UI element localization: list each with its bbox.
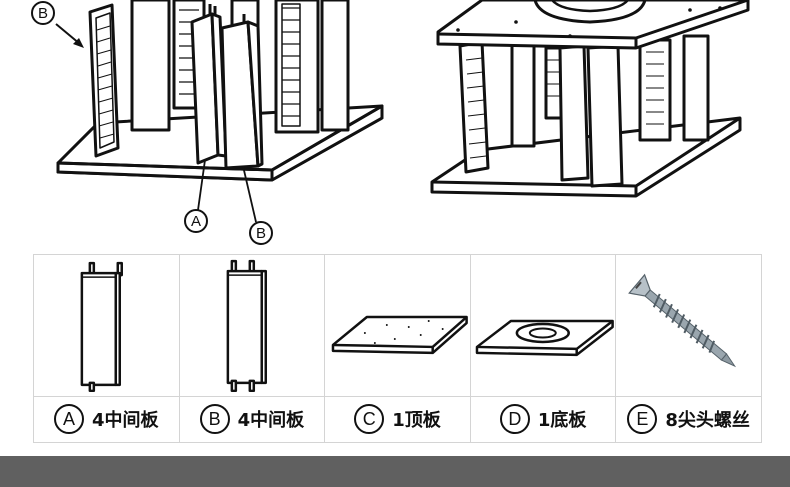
cell-divider bbox=[34, 396, 179, 397]
bottom-plate-image bbox=[475, 319, 614, 357]
cell-divider bbox=[179, 396, 325, 397]
part-cell-b: B 4中间板 bbox=[179, 255, 326, 443]
right-assembled-unit bbox=[430, 0, 750, 198]
part-caption-b: B 4中间板 bbox=[180, 401, 325, 437]
part-letter-b: B bbox=[199, 404, 230, 434]
part-label-e: 8尖头螺丝 bbox=[665, 410, 750, 431]
middle-panel-a-image bbox=[80, 261, 123, 393]
cell-divider bbox=[470, 396, 616, 397]
part-label-c: 1顶板 bbox=[392, 410, 441, 431]
left-panel-b-front bbox=[220, 14, 264, 170]
part-letter-d: D bbox=[499, 404, 530, 434]
middle-panel-b-image bbox=[226, 259, 267, 393]
part-caption-c: C 1顶板 bbox=[325, 401, 470, 437]
part-letter-a: A bbox=[54, 404, 85, 434]
assembly-illustration: B A B bbox=[31, 0, 750, 245]
part-caption-d: D 1底板 bbox=[471, 401, 616, 437]
cell-divider bbox=[616, 396, 761, 397]
part-cell-a: A 4中间板 bbox=[34, 255, 180, 443]
screw-image bbox=[628, 273, 737, 368]
cell-divider bbox=[325, 396, 470, 397]
callout-b-top: B bbox=[31, 1, 84, 48]
svg-text:A: A bbox=[191, 213, 201, 230]
callout-b-bottom: B bbox=[242, 165, 273, 245]
part-cell-e: E 8尖头螺丝 bbox=[616, 255, 762, 443]
top-plate-image bbox=[331, 315, 469, 355]
part-letter-e: E bbox=[627, 404, 658, 434]
part-cell-d: D 1底板 bbox=[470, 255, 617, 443]
parts-table: A 4中间板 B 4中间板 bbox=[33, 254, 762, 443]
part-label-b: 4中间板 bbox=[237, 410, 305, 431]
part-letter-c: C bbox=[354, 404, 385, 434]
left-panel-b bbox=[88, 3, 120, 158]
part-caption-a: A 4中间板 bbox=[34, 401, 179, 437]
svg-text:B: B bbox=[38, 5, 48, 22]
callout-a: A bbox=[184, 159, 208, 233]
part-caption-e: E 8尖头螺丝 bbox=[616, 401, 761, 437]
svg-text:B: B bbox=[256, 225, 266, 242]
bottom-bar bbox=[0, 456, 790, 487]
part-cell-c: C 1顶板 bbox=[325, 255, 471, 443]
part-label-d: 1底板 bbox=[537, 410, 587, 431]
part-label-a: 4中间板 bbox=[92, 410, 159, 431]
